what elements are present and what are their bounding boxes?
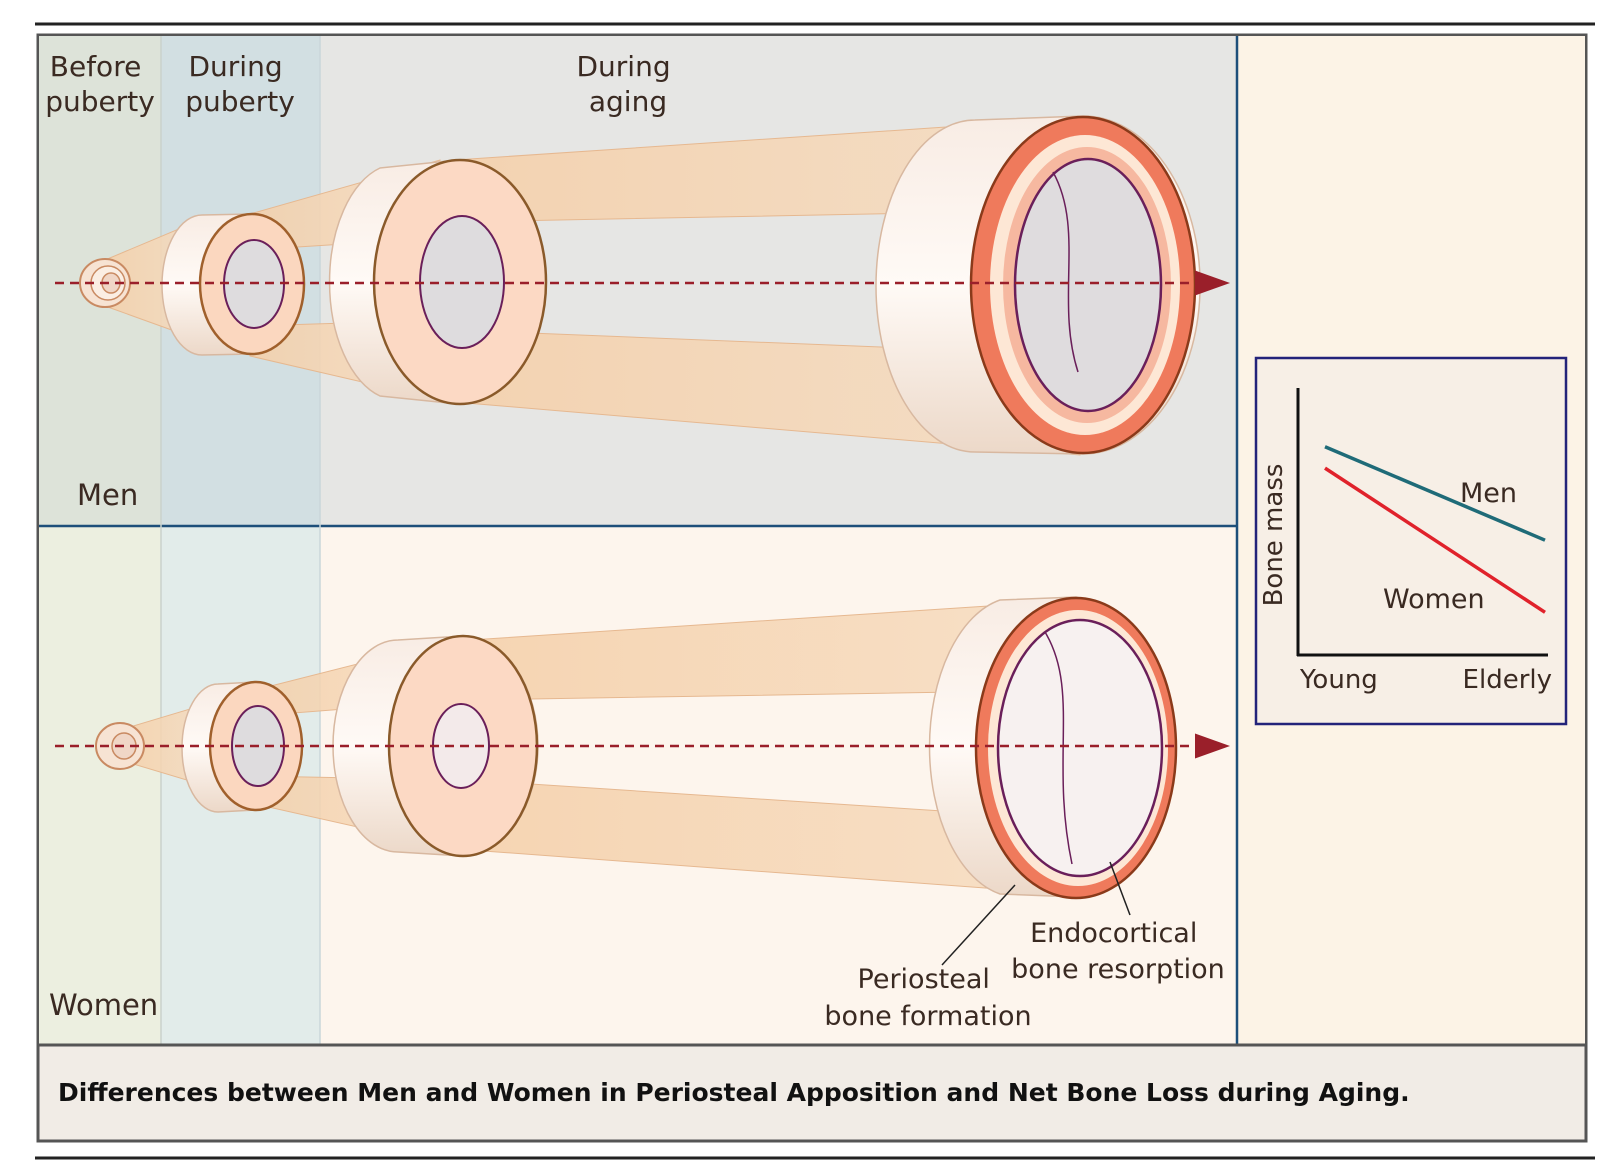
endocortical-annotation: Endocortical bone resorption: [1011, 918, 1225, 985]
endocortical-leader-line: [1109, 861, 1131, 916]
during-puberty-label: During puberty: [185, 50, 295, 118]
inset-series-lines: [1324, 445, 1546, 614]
inset-chart-frame: [1254, 356, 1568, 726]
women-before-puberty-bg: [39, 527, 161, 1045]
figure-caption: Differences between Men and Women in Per…: [58, 1078, 1410, 1107]
caption-bar: [36, 1043, 1588, 1143]
periosteal-leader-line: [941, 884, 1016, 966]
inset-x-tick-young: Young: [1299, 665, 1378, 695]
before-puberty-label: Before puberty: [45, 50, 155, 118]
periosteal-annotation: Periosteal bone formation: [824, 964, 1031, 1032]
inset-line-women: [1324, 466, 1546, 614]
men-elderly-inner-shadow: [1052, 171, 1079, 373]
women-bone-diagram: [95, 596, 1178, 966]
bone-mass-inset-chart: Bone mass Young Elderly Men Women: [1254, 356, 1568, 726]
during-aging-label: During aging: [576, 50, 679, 118]
women-panel-label: Women: [49, 988, 158, 1022]
inset-women-label: Women: [1383, 584, 1485, 615]
men-panel-label: Men: [77, 478, 138, 512]
inset-x-tick-elderly: Elderly: [1463, 665, 1552, 695]
women-elderly-inner-shadow: [1044, 631, 1073, 865]
inset-y-axis-label: Bone mass: [1259, 464, 1289, 607]
men-elderly-marrow: [1013, 157, 1163, 413]
women-elderly-marrow: [996, 618, 1164, 878]
inset-line-men: [1324, 445, 1546, 542]
inset-men-label: Men: [1460, 478, 1517, 509]
